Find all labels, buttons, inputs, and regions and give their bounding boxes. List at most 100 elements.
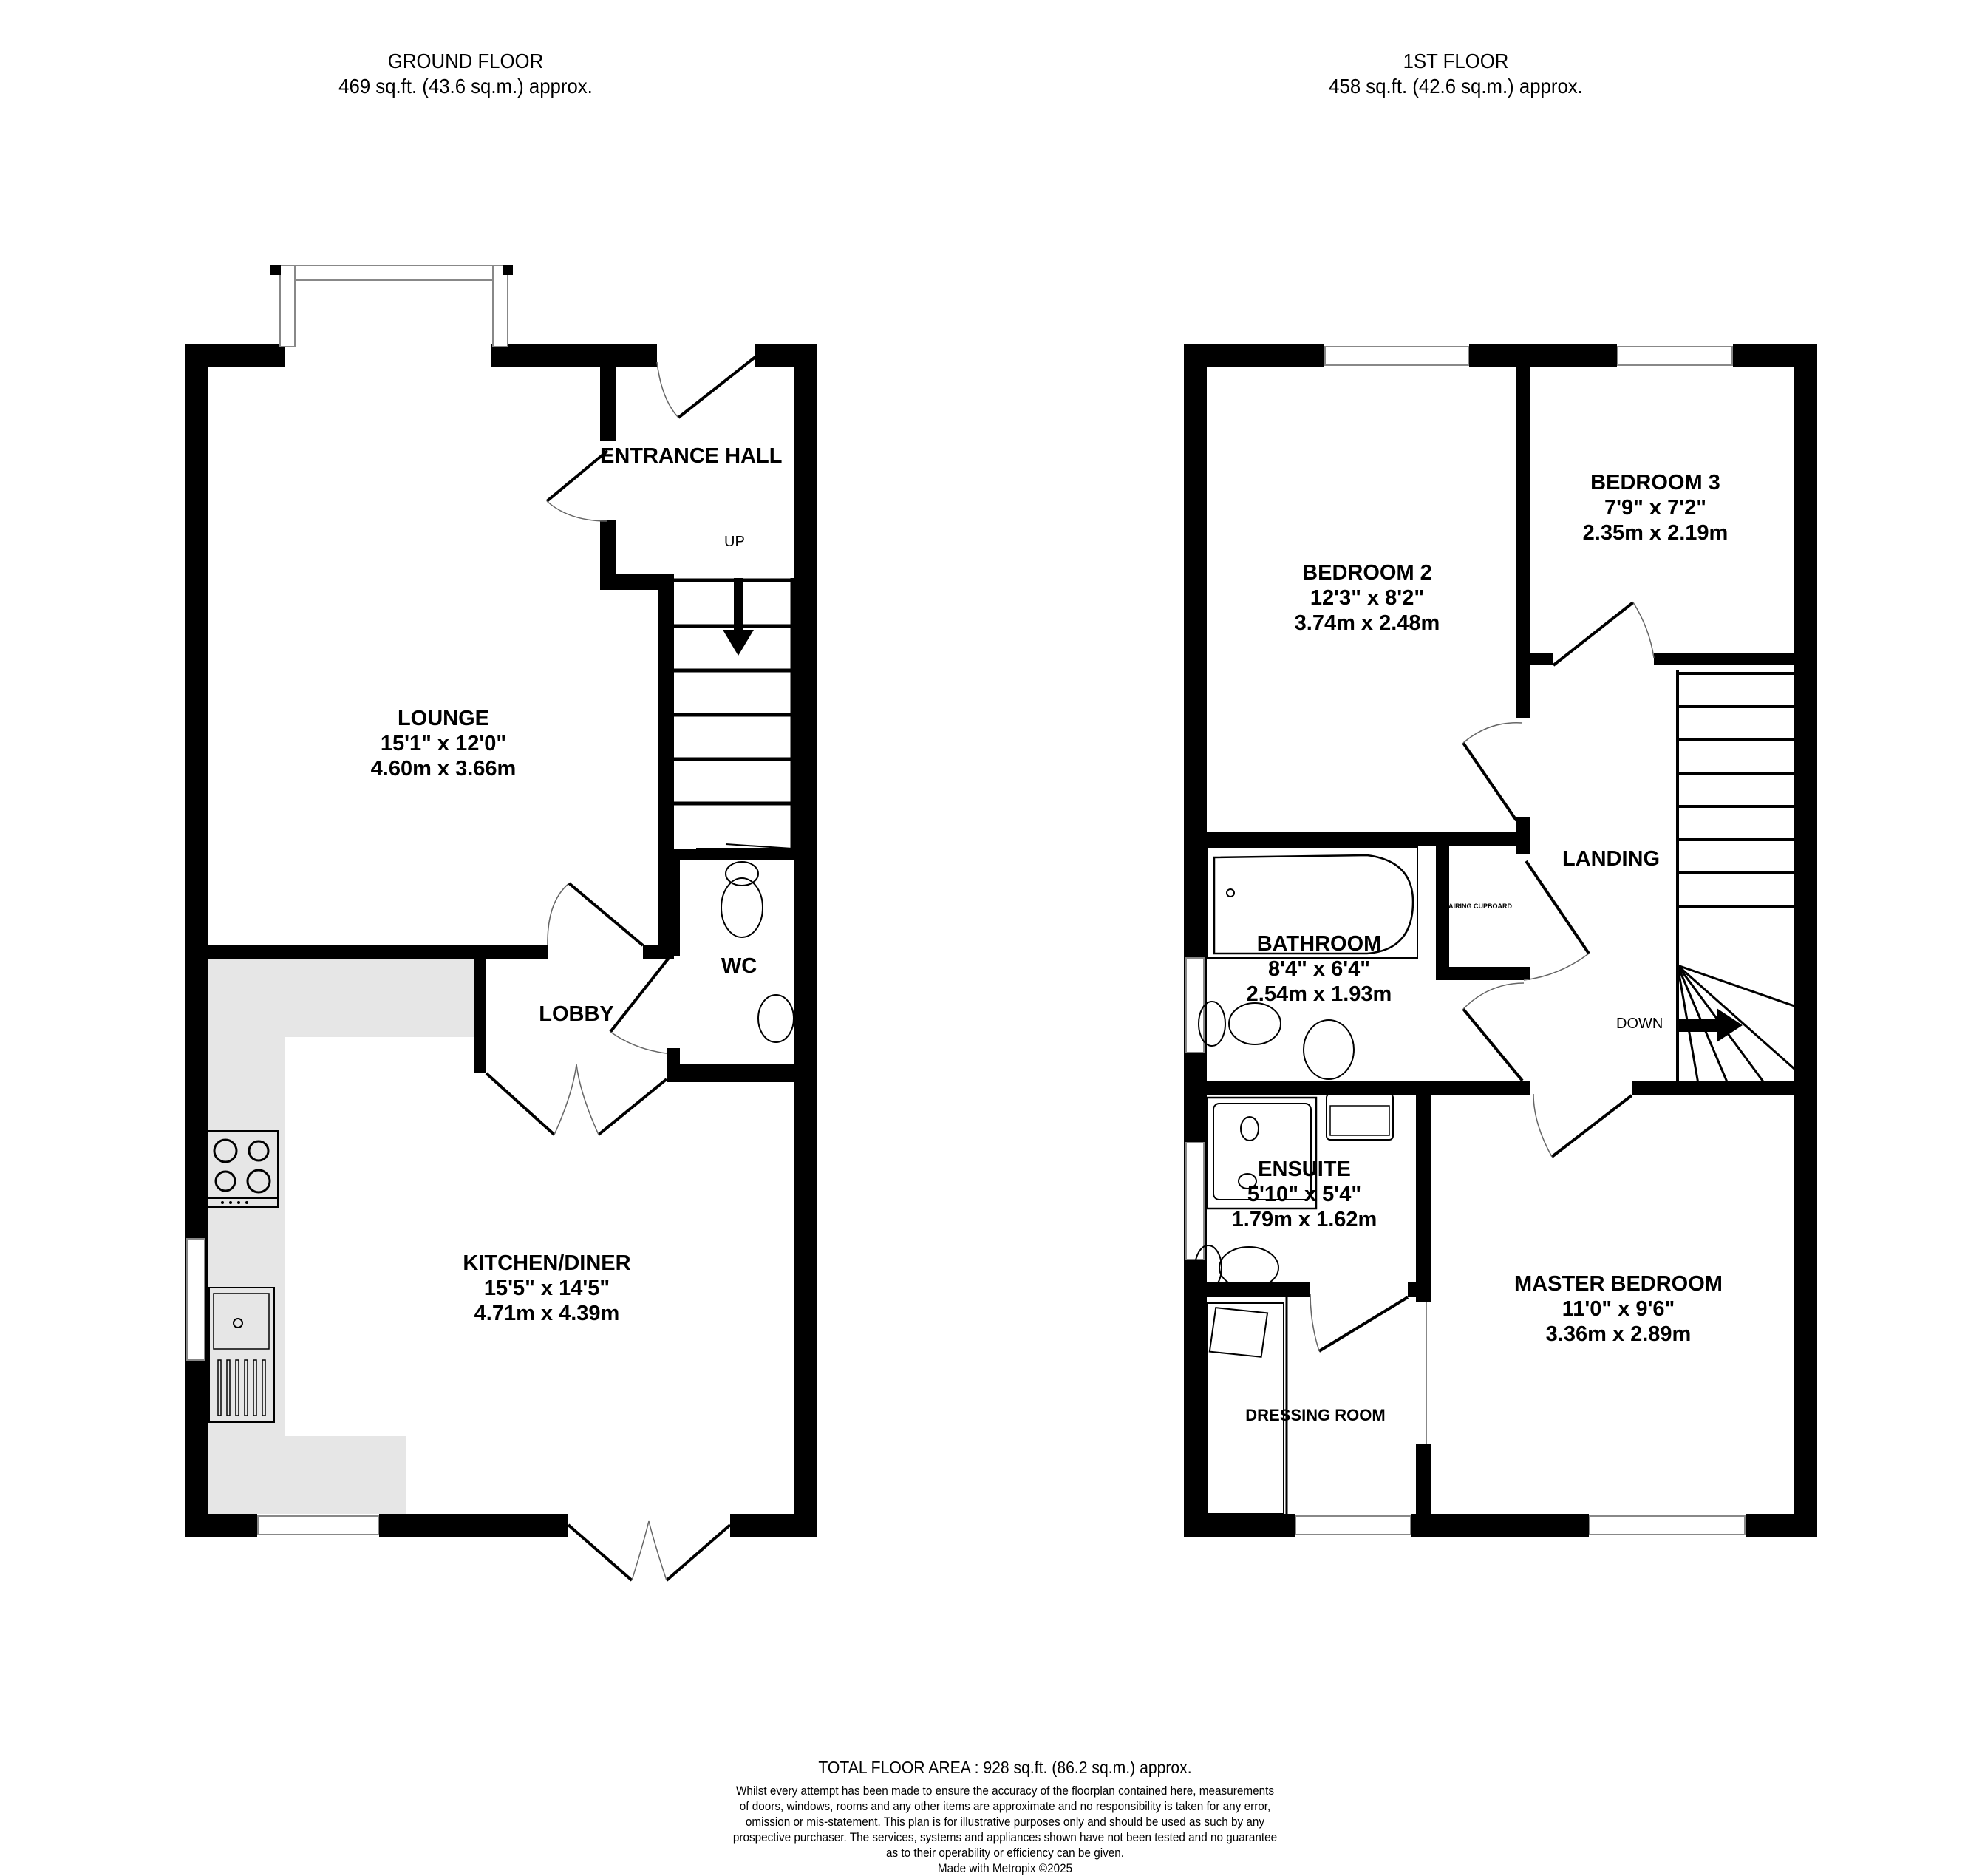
wc-label: WC: [721, 954, 757, 978]
ensuite-label: ENSUITE 5'10" x 5'4" 1.79m x 1.62m: [1197, 1157, 1411, 1232]
bath-wall-bottom: [1207, 1081, 1530, 1095]
master-window: [1589, 1515, 1746, 1535]
disclaimer-line-2: of doors, windows, rooms and any other i…: [739, 1799, 1271, 1813]
bedroom2-window: [1324, 346, 1469, 366]
disclaimer: Whilst every attempt has been made to en…: [672, 1783, 1338, 1876]
bedroom2-name: BEDROOM 2: [1302, 561, 1432, 585]
bathroom-metric: 2.54m x 1.93m: [1246, 982, 1392, 1006]
gf-wall-bottom-1: [185, 1514, 257, 1537]
bedroom3-window: [1617, 346, 1733, 366]
kitchen-diner-metric: 4.71m x 4.39m: [474, 1302, 620, 1325]
ff-wall-bottom-2: [1411, 1514, 1589, 1537]
lobby-label: LOBBY: [539, 1002, 614, 1026]
bedroom3-metric: 2.35m x 2.19m: [1582, 521, 1729, 545]
dressing-window: [1295, 1515, 1411, 1535]
disclaimer-line-3: omission or mis-statement. This plan is …: [745, 1815, 1265, 1829]
ground-floor-heading: GROUND FLOOR 469 sq.ft. (43.6 sq.m.) app…: [296, 49, 636, 99]
kitchen-window-side: [186, 1238, 205, 1361]
gf-wall-bottom-3: [730, 1514, 817, 1537]
ensuite-dressing-stub: [1408, 1282, 1426, 1297]
bedroom3-name: BEDROOM 3: [1590, 471, 1720, 495]
total-floor-area: TOTAL FLOOR AREA : 928 sq.ft. (86.2 sq.m…: [818, 1758, 1192, 1777]
gf-wall-top-right: [755, 344, 817, 367]
bed2-bed3-wall: [1516, 367, 1530, 718]
airing-wall-bottom: [1436, 967, 1530, 980]
ff-wall-bottom-1: [1184, 1514, 1295, 1537]
bathroom-imperial: 8'4" x 6'4": [1267, 957, 1371, 981]
disclaimer-line-4: prospective purchaser. The services, sys…: [732, 1830, 1278, 1844]
stair-wall-left: [658, 574, 674, 947]
bed2-landing-stub: [1516, 817, 1530, 854]
entrance-hall-label: ENTRANCE HALL: [600, 444, 783, 468]
ff-wall-right: [1794, 344, 1817, 1537]
lobby-wc-stub: [643, 945, 674, 959]
bathroom-name: BATHROOM: [1256, 932, 1382, 956]
ensuite-master-wall-lower: [1416, 1444, 1431, 1514]
ensuite-master-wall: [1416, 1095, 1431, 1302]
bed3-wall-bottom: [1654, 653, 1794, 665]
bed3-wall-bottom-stub: [1516, 653, 1553, 665]
bay-window-right: [492, 265, 508, 347]
wc-wall-left: [667, 860, 680, 956]
dressing-room-label: DRESSING ROOM: [1245, 1406, 1386, 1424]
ff-wall-left: [1184, 344, 1207, 1537]
disclaimer-line-1: Whilst every attempt has been made to en…: [735, 1784, 1274, 1798]
lounge-kitchen-wall: [208, 945, 548, 959]
ensuite-window: [1185, 1142, 1205, 1260]
airing-cupboard-label: AIRING CUPBOARD: [1448, 903, 1513, 910]
disclaimer-line-5: as to their operability or efficiency ca…: [885, 1846, 1125, 1860]
master-bedroom-name: MASTER BEDROOM: [1514, 1272, 1723, 1296]
kitchen-window-rear: [257, 1515, 379, 1535]
lobby-wall-left: [474, 945, 486, 1073]
ff-wall-top-2: [1469, 344, 1617, 367]
kitchen-diner-imperial: 15'5" x 14'5": [483, 1277, 610, 1300]
lounge-name: LOUNGE: [397, 707, 490, 730]
bedroom2-imperial: 12'3" x 8'2": [1310, 586, 1425, 610]
first-floor-heading: 1ST FLOOR 458 sq.ft. (42.6 sq.m.) approx…: [1286, 49, 1626, 99]
gf-wall-top-left: [185, 344, 285, 367]
ground-floor-area: 469 sq.ft. (43.6 sq.m.) approx.: [338, 75, 593, 98]
gf-wall-right: [794, 344, 817, 1537]
bathroom-label: BATHROOM 8'4" x 6'4" 2.54m x 1.93m: [1212, 931, 1426, 1007]
hall-wall-lower: [600, 520, 616, 586]
kitchen-diner-name: KITCHEN/DINER: [463, 1251, 631, 1275]
hall-wall-upper: [600, 367, 616, 441]
gf-wall-bottom-2: [379, 1514, 568, 1537]
ensuite-imperial: 5'10" x 5'4": [1247, 1183, 1362, 1206]
staircase-down: [1676, 670, 1795, 1084]
ensuite-dressing-wall: [1207, 1282, 1310, 1297]
kitchen-diner-label: KITCHEN/DINER 15'5" x 14'5" 4.71m x 4.39…: [429, 1251, 665, 1326]
bed2-bath-wall: [1207, 832, 1530, 846]
credit: Made with Metropix ©2025: [937, 1861, 1073, 1875]
bedroom2-metric: 3.74m x 2.48m: [1294, 611, 1440, 635]
wc-wall-bottom: [667, 1064, 794, 1082]
ff-wall-top-3: [1733, 344, 1817, 367]
landing-label: LANDING: [1562, 847, 1661, 871]
bay-window-left: [279, 265, 296, 347]
hall-wall-step: [600, 574, 674, 590]
kitchen-counter-bottom: [208, 1436, 406, 1514]
ensuite-name: ENSUITE: [1258, 1158, 1351, 1181]
ff-wall-top-1: [1184, 344, 1324, 367]
first-floor-title: 1ST FLOOR: [1403, 50, 1509, 72]
bedroom3-label: BEDROOM 3 7'9" x 7'2" 2.35m x 2.19m: [1545, 470, 1766, 546]
ground-floor-title: GROUND FLOOR: [387, 50, 544, 72]
kitchen-counter-left: [208, 958, 285, 1514]
stairs-down-label: DOWN: [1616, 1016, 1663, 1032]
master-bedroom-imperial: 11'0" x 9'6": [1562, 1297, 1675, 1321]
airing-wall-left: [1436, 846, 1449, 979]
ensuite-metric: 1.79m x 1.62m: [1231, 1208, 1377, 1231]
lounge-metric: 4.60m x 3.66m: [370, 757, 517, 781]
bedroom2-label: BEDROOM 2 12'3" x 8'2" 3.74m x 2.48m: [1249, 560, 1485, 636]
master-bedroom-metric: 3.36m x 2.89m: [1545, 1322, 1692, 1346]
staircase-up: [674, 578, 794, 849]
bedroom3-imperial: 7'9" x 7'2": [1604, 496, 1707, 520]
bay-corner-left: [270, 265, 281, 275]
lounge-imperial: 15'1" x 12'0": [380, 732, 507, 755]
ff-wall-bottom-3: [1746, 1514, 1817, 1537]
bay-corner-right: [503, 265, 513, 275]
master-bedroom-label: MASTER BEDROOM 11'0" x 9'6" 3.36m x 2.89…: [1485, 1271, 1751, 1347]
lounge-label: LOUNGE 15'1" x 12'0" 4.60m x 3.66m: [325, 706, 562, 781]
